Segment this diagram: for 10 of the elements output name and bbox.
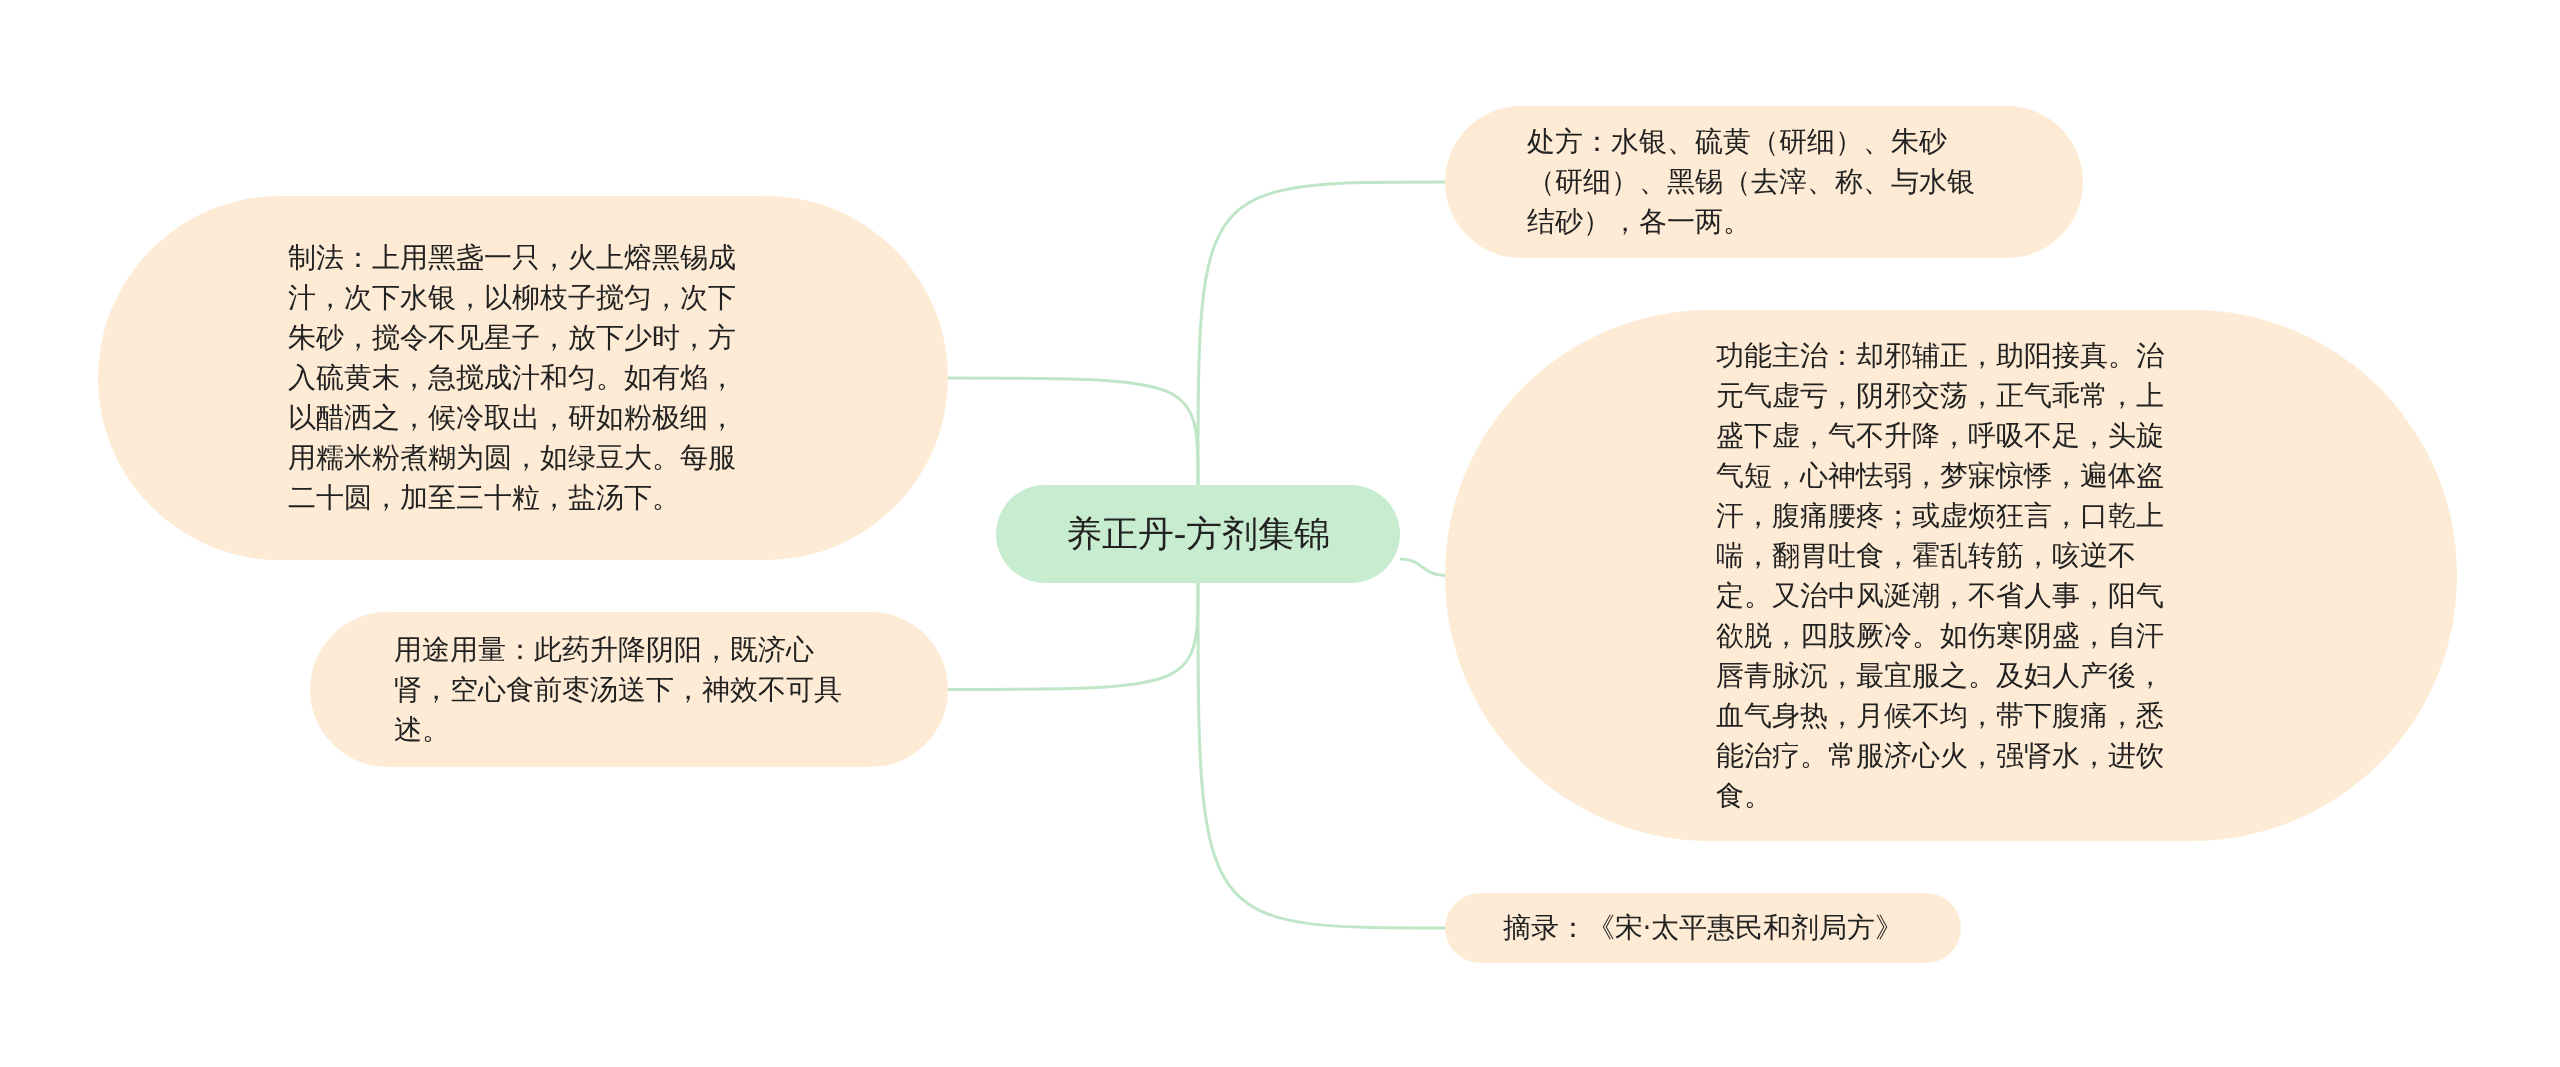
connector-curve [1399,557,1446,577]
topic-text: 处方：水银、硫黄（研细）、朱砂（研细）、黑锡（去滓、称、与水银结砂），各一两。 [1526,124,1976,240]
connector-curve [948,583,1200,691]
topic-text: 功能主治：却邪辅正，助阳接真。治元气虚亏，阴邪交荡，正气乖常，上盛下虚，气不升降，呼吸不足，头旋气短，心神怯弱，梦寐惊悸，遍体盗汗，腹痛腰疼；或虚烦狂言，口乾上喘，翻胃吐食，霍乱转筋，咳逆不定。又治中风涎潮，不省人事，阳气欲脱，四肢厥冷。如伤寒阴盛，自汗唇青脉沉，最宜服之。及妇人产後，血气身热，月候不均，带下腹痛，悉能治疗。常服济心火，强肾水，进饮食。 [1716,337,2165,814]
central-topic-text: 养正丹-方剂集锦 [1065,512,1331,556]
topic-text: 制法：上用黑盏一只，火上熔黑锡成汁，次下水银，以柳枝子搅匀，次下朱砂，搅令不见星子，放下少时，方入硫黄末，急搅成汁和匀。如有焰，以醋洒之，候冷取出，研如粉极细，用糯米粉煮糊为圆，如绿豆大。每服二十圆，加至三十粒，盐汤下。 [288,240,737,516]
connector-curve [948,376,1200,485]
topic-text: 用途用量：此药升降阴阳，既济心肾，空心食前枣汤送下，神效不可具述。 [394,631,843,748]
topic-text: 摘录：《宋·太平惠民和剂局方》 [1502,910,1904,946]
connector-curve [1196,180,1445,485]
